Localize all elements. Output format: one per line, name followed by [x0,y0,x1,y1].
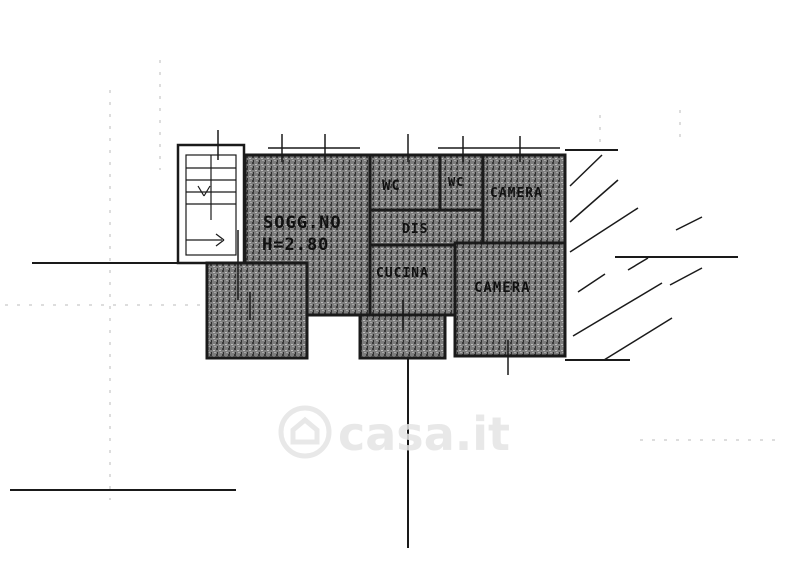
site-lines [10,149,738,548]
room-camera-2 [453,241,567,358]
room-disimpegno [368,208,485,247]
label-camera-1: CAMERA [490,186,543,201]
window-ticks [217,130,560,375]
label-dis: DIS [402,222,428,237]
label-soggiorno: SOGG.NO [263,213,342,233]
room-wc-1 [368,153,442,212]
room-cucina [368,243,457,317]
room-wc-2 [438,153,485,212]
watermark-text: casa.it [338,407,510,461]
label-camera-2: CAMERA [474,280,531,296]
label-cucina: CUCINA [376,266,429,281]
stairwell [176,143,246,265]
room-fills [205,153,567,360]
label-wc-1: WC [382,178,401,194]
reference-lines [5,60,780,500]
label-height: H=2.80 [262,235,329,255]
room-labels: SOGG.NO H=2.80 WC WC CAMERA DIS CUCINA C… [262,175,543,296]
house-icon [278,405,332,459]
watermark: casa.it [278,405,510,461]
label-wc-2: WC [448,175,464,189]
hatched-area [569,154,703,361]
room-ingresso [205,261,309,360]
